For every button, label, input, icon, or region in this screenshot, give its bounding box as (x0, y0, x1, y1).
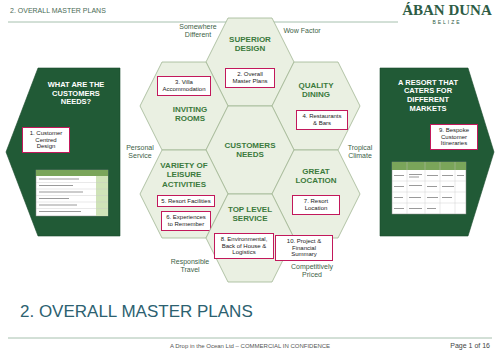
callout-box: 4. Restaurants & Bars (296, 110, 348, 129)
value-label: Somewhere Different (175, 23, 221, 39)
callout-box: 2. Overall Master Plans (225, 68, 275, 87)
callout-box: 10. Project & Financial Summary (275, 235, 333, 261)
value-label: Competitively Priced (287, 263, 337, 279)
value-label: Responsible Travel (167, 258, 213, 274)
callout-box: 8. Environmental, Back of House & Logist… (214, 233, 274, 259)
box-text: 4. Restaurants & Bars (300, 113, 344, 126)
callout-box: 9. Bespoke Customer Itineraries (430, 124, 478, 150)
callout-box: 5. Resort Facilities (157, 195, 214, 208)
heading-text: VARIETY OF LEISURE ACTIVITIES (155, 161, 213, 189)
box-text: 7. Resort Location (296, 198, 336, 211)
table-thumbnail (36, 170, 108, 216)
page-title: 2. OVERALL MASTER PLANS (20, 302, 253, 322)
heading-text: GREAT LOCATION (286, 167, 346, 185)
value-label: Wow Factor (279, 27, 325, 35)
callout-box: 7. Resort Location (292, 195, 340, 214)
logo-text: ÁBAN DUNA (402, 2, 492, 19)
box-text: 1. Customer Centred Design (26, 130, 66, 150)
callout-box: 6. Experiences to Remember (161, 211, 211, 230)
box-text: 8. Environmental, Back of House & Logist… (218, 236, 270, 256)
callout-box: 1. Customer Centred Design (22, 127, 70, 153)
value-label: Tropical Climate (342, 144, 378, 160)
heading-text: INVITING ROOMS (162, 105, 218, 123)
heading-text: TOP LEVEL SERVICE (221, 205, 279, 223)
table-thumbnail (392, 162, 466, 214)
header-text: 2. OVERALL MASTER PLANS (10, 7, 106, 15)
callout-box: 3. Villa Accommodation (157, 76, 211, 95)
box-text: 9. Bespoke Customer Itineraries (434, 127, 474, 147)
band-shape (380, 68, 494, 236)
footer-rule (8, 338, 492, 339)
box-text: 2. Overall Master Plans (229, 71, 271, 84)
footer-text: A Drop in the Ocean Ltd – COMMERCIAL IN … (170, 343, 330, 350)
header-rule (8, 22, 398, 23)
heading-text: A RESORT THAT CATERS FOR DIFFERENT MARKE… (395, 79, 461, 114)
heading-text: SUPERIOR DESIGN (220, 35, 280, 53)
heading-text: WHAT ARE THE CUSTOMERS NEEDS? (40, 81, 112, 107)
heading-text: CUSTOMERS NEEDS (219, 141, 281, 159)
page-number: Page 1 of 16 (450, 342, 490, 350)
value-label: Personal Service (122, 144, 158, 160)
logo-subtext: BELIZE (432, 20, 461, 26)
heading-text: QUALITY DINING (288, 81, 344, 99)
box-text: 10. Project & Financial Summary (279, 238, 329, 258)
box-text: 5. Resort Facilities (161, 198, 210, 205)
box-text: 6. Experiences to Remember (165, 214, 207, 227)
band-shape (6, 68, 120, 236)
box-text: 3. Villa Accommodation (161, 79, 207, 92)
